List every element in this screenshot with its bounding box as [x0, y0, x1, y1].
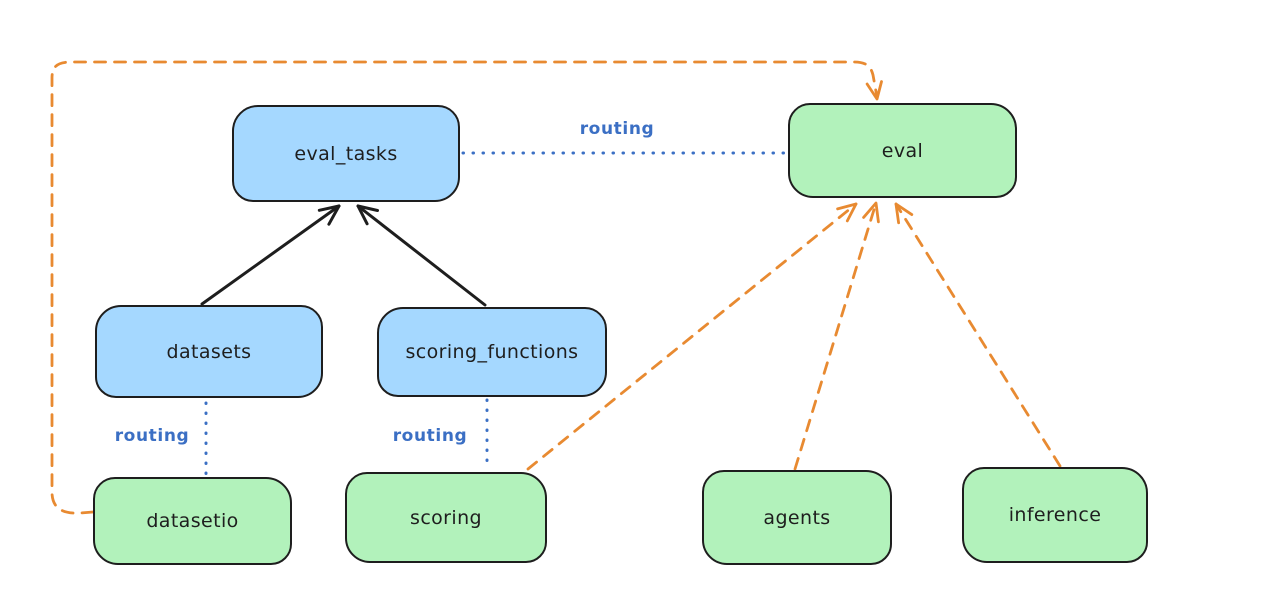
- arrowhead: [894, 202, 914, 225]
- node-label: datasets: [166, 340, 252, 363]
- node-label: scoring: [410, 506, 482, 529]
- node-label: scoring_functions: [405, 341, 579, 363]
- node-datasetio: datasetio: [93, 477, 292, 565]
- arrowhead: [356, 204, 379, 226]
- node-eval: eval: [788, 103, 1017, 198]
- node-scoring: scoring: [345, 472, 547, 563]
- edge-datasets-to-eval-tasks: [200, 204, 341, 306]
- edge-scoring-functions-to-eval-tasks: [356, 204, 487, 307]
- node-label: datasetio: [146, 510, 239, 532]
- node-datasets: datasets: [95, 305, 323, 398]
- edge-agents-to-eval: [793, 201, 880, 471]
- arrowhead: [836, 202, 858, 223]
- node-inference: inference: [962, 467, 1148, 563]
- node-agents: agents: [702, 470, 892, 565]
- node-label: eval: [881, 139, 924, 162]
- arrowhead: [862, 201, 880, 224]
- edge-label-routing-top: routing: [579, 119, 655, 139]
- node-label: inference: [1008, 504, 1102, 526]
- node-eval-tasks: eval_tasks: [232, 105, 460, 202]
- edge-label-routing-scoring: routing: [392, 426, 468, 446]
- arrowhead: [865, 80, 883, 101]
- edge-scoring-to-eval: [526, 202, 858, 471]
- edge-label-routing-datasetio: routing: [114, 426, 190, 446]
- node-scoring-functions: scoring_functions: [377, 307, 607, 397]
- arrowhead: [317, 204, 341, 226]
- node-label: agents: [763, 506, 831, 529]
- edge-datasetio-to-eval: [50, 60, 883, 515]
- edge-inference-to-eval: [894, 202, 1062, 468]
- node-label: eval_tasks: [294, 142, 398, 165]
